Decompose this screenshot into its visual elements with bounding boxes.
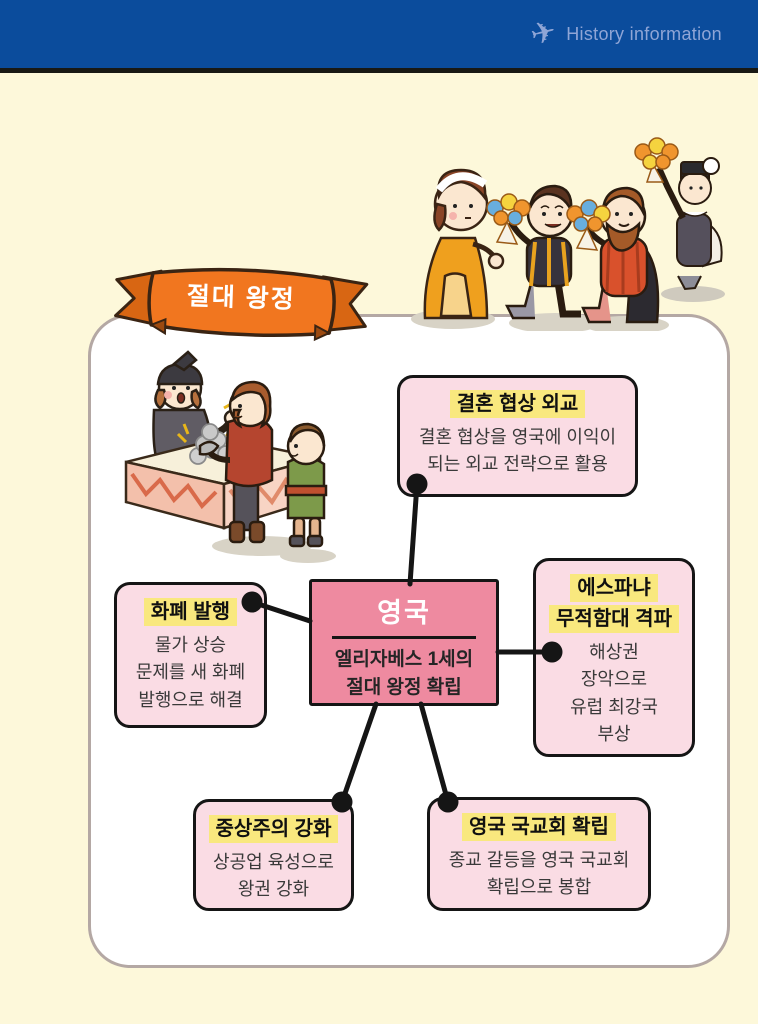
bouquet-right [566,199,611,251]
node-body-line: 확립으로 봉합 [486,877,592,898]
node-body-line: 종교 갈등을 영국 국교회 [448,850,630,870]
node-title: 영국 국교회 확립 [462,813,616,841]
kneeling-suitor-red [581,186,660,324]
queen-figure [423,168,505,320]
node-title: 중상주의 강화 [208,815,339,843]
node-body-line: 되는 외교 전략으로 활용 [427,454,608,475]
node-body-line: 문제를 새 화폐 [135,662,246,683]
node-body-line: 결혼 협상을 영국에 이익이 [418,427,617,447]
node-mercantilism: 중상주의 강화 상공업 육성으로 왕권 강화 [193,799,354,911]
node-title: 에스파냐 [570,574,658,602]
center-subtitle-line: 엘리자베스 1세의 [334,648,474,670]
bouquet-left [486,193,531,245]
brand-text: History information [566,23,722,44]
node-body-line: 왕권 강화 [237,879,310,900]
node-body-line: 상공업 육성으로 [213,852,334,872]
node-body-line: 발행으로 해결 [138,689,243,710]
queen-and-suitors-illustration [411,137,725,331]
center-divider [332,636,476,639]
node-body-line: 부상 [597,724,631,745]
node-body-line: 유럽 최강국 [570,696,658,717]
boy-green-figure [284,422,328,548]
node-center-england: 영국 엘리자베스 1세의 절대 왕정 확립 [309,579,499,706]
bouquet-raised [634,137,679,183]
coin-table-illustration [124,350,336,563]
airplane-icon: ✈ [527,14,560,53]
node-title: 결혼 협상 외교 [449,390,586,418]
center-subtitle-line: 절대 왕정 확립 [346,677,462,698]
header-bar: ✈ History information [0,0,758,68]
node-armada-defeat: 에스파냐 무적함대 격파 해상권 장악으로 유럽 최강국 부상 [533,558,695,757]
title-banner: 절대 왕정 [107,263,375,346]
node-body-line: 장악으로 [580,669,648,690]
header-divider [0,68,758,73]
running-suitor [656,157,723,291]
node-marriage-diplomacy: 결혼 협상 외교 결혼 협상을 영국에 이익이 되는 외교 전략으로 활용 [397,375,638,497]
merchant-red-figure [198,380,274,544]
node-body-line: 해상권 [589,642,639,662]
node-title: 화폐 발행 [143,598,238,626]
center-title: 영국 [377,598,431,628]
node-anglican-church: 영국 국교회 확립 종교 갈등을 영국 국교회 확립으로 봉합 [427,797,651,911]
node-currency-issue: 화폐 발행 물가 상승 문제를 새 화폐 발행으로 해결 [114,582,267,728]
node-body-line: 물가 상승 [154,635,227,655]
node-title: 무적함대 격파 [549,605,679,633]
